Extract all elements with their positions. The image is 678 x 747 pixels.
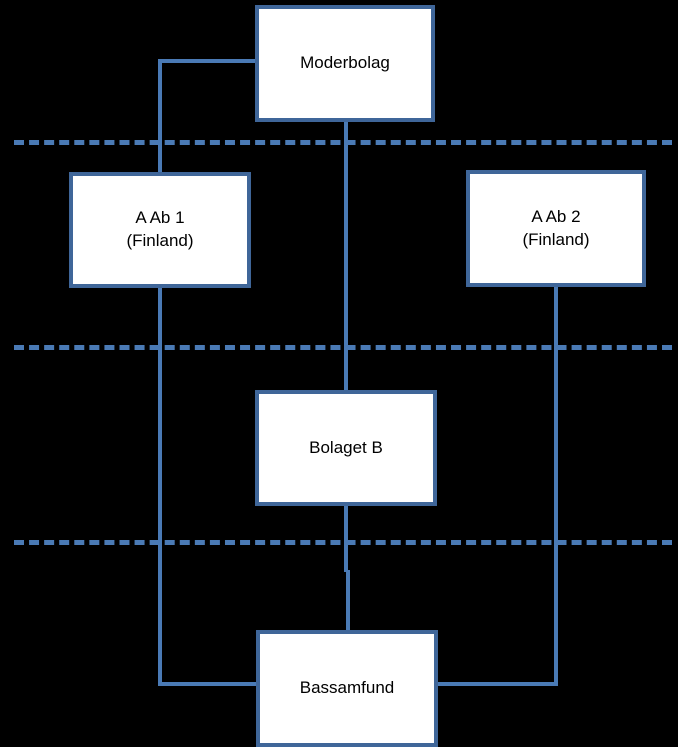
connector-a-ab-1-to-bassamfund-horizontal <box>158 682 259 686</box>
node-bassamfund-label: Bassamfund <box>299 678 395 698</box>
connector-bolaget-b-to-bassamfund-upper <box>344 502 348 572</box>
connector-moderbolag-to-bolaget-b <box>344 118 348 392</box>
node-moderbolag[interactable]: Moderbolag <box>255 5 435 122</box>
node-a-ab-1-label: A Ab 1 (Finland) <box>126 208 194 250</box>
divider-line-1 <box>14 140 672 145</box>
connector-a-ab-1-to-bassamfund-vertical <box>158 286 162 686</box>
connector-a-ab-2-to-bassamfund-vertical <box>554 285 558 686</box>
connector-moderbolag-to-a-ab-1-vertical <box>158 59 162 174</box>
node-a-ab-1[interactable]: A Ab 1 (Finland) <box>69 172 251 288</box>
node-moderbolag-label: Moderbolag <box>300 53 390 73</box>
connector-a-ab-2-to-bassamfund-horizontal <box>434 682 558 686</box>
node-bolaget-b-label: Bolaget B <box>309 437 383 457</box>
node-bassamfund[interactable]: Bassamfund <box>256 630 438 747</box>
node-a-ab-2[interactable]: A Ab 2 (Finland) <box>466 170 646 287</box>
node-bolaget-b[interactable]: Bolaget B <box>255 390 437 506</box>
node-a-ab-2-label: A Ab 2 (Finland) <box>522 206 590 249</box>
divider-line-2 <box>14 345 672 350</box>
divider-line-3 <box>14 540 672 545</box>
connector-moderbolag-to-a-ab-1-horizontal <box>158 59 257 63</box>
connector-bolaget-b-to-bassamfund-lower <box>346 570 350 632</box>
